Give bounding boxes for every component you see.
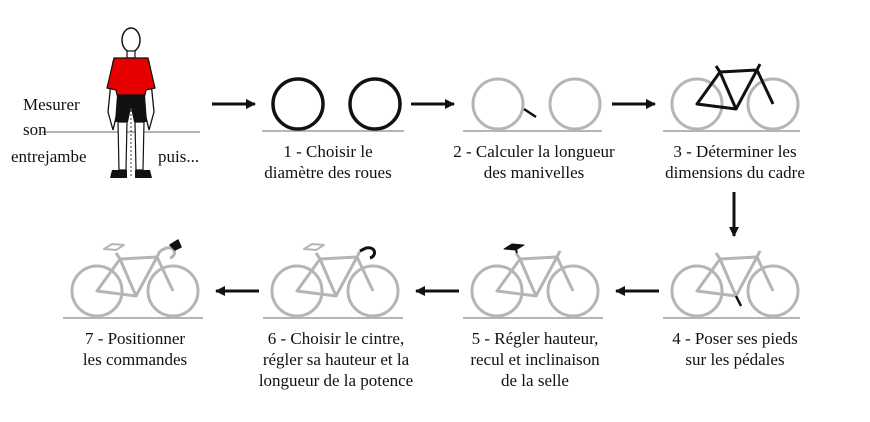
step-6-handlebar: [263, 243, 403, 319]
step-3-frame: [663, 63, 800, 132]
step-1-wheels: [262, 77, 404, 132]
flow-arrows: [212, 99, 739, 296]
intro-label-son: son: [23, 120, 47, 139]
step-4-label: 4 - Poser ses pieds sur les pédales: [672, 329, 798, 369]
step-5-saddle: [463, 243, 603, 319]
step-2-label: 2 - Calculer la longueur des manivelles: [453, 142, 615, 182]
person-figure: [42, 27, 200, 178]
intro-label-puis: puis...: [158, 147, 200, 166]
step-7-controls: [63, 239, 203, 319]
step-3-label: 3 - Déterminer les dimensions du cadre: [665, 142, 805, 182]
step-2-cranks: [463, 77, 602, 132]
intro-label-entrejambe: entrejambe: [11, 147, 87, 166]
step-4-pedals: [663, 250, 800, 319]
step-1-label: 1 - Choisir le diamètre des roues: [264, 142, 392, 182]
step-5-label: 5 - Régler hauteur, recul et inclinaison…: [470, 329, 600, 390]
step-7-label: 7 - Positionner les commandes: [82, 329, 188, 369]
step-6-label: 6 - Choisir le cintre, régler sa hauteur…: [258, 329, 414, 390]
intro-label-mesurer: Mesurer: [23, 95, 80, 114]
